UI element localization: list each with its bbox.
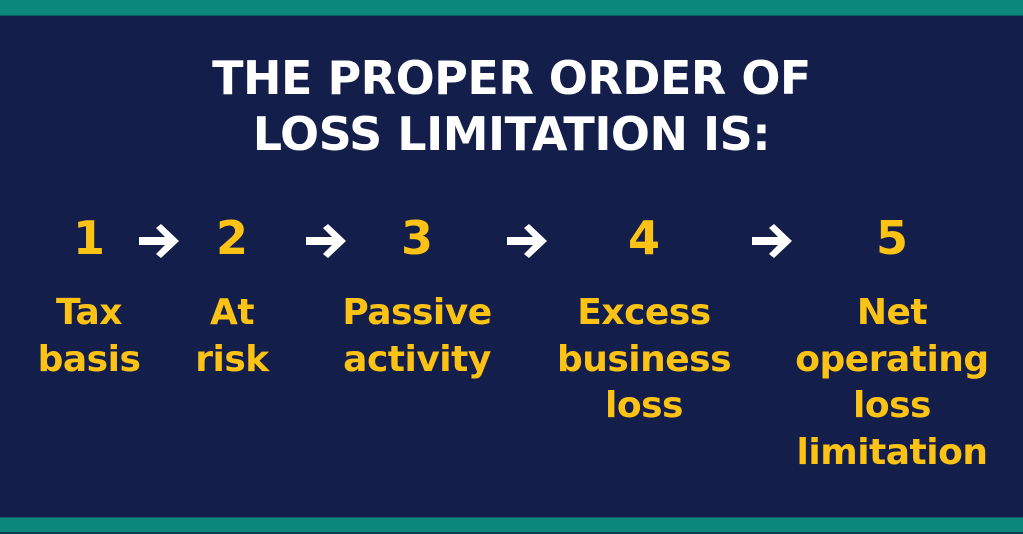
arrow-right-icon xyxy=(306,224,346,258)
label-line: business xyxy=(556,338,732,380)
step-2-label: At risk xyxy=(112,290,352,383)
label-line: Passive xyxy=(342,292,492,333)
arrow-right-icon xyxy=(507,224,547,258)
step-1-label: Tax basis xyxy=(0,290,209,383)
diagram-title: THE PROPER ORDER OF LOSS LIMITATION IS: xyxy=(0,50,1023,162)
step-2-number: 2 xyxy=(215,211,248,265)
step-4-label: Excess business loss xyxy=(524,290,764,430)
top-teal-band xyxy=(0,0,1023,16)
step-5-label: Net operating loss limitation xyxy=(772,290,1012,476)
title-line-2: LOSS LIMITATION IS: xyxy=(252,107,771,161)
step-1-number: 1 xyxy=(72,211,105,265)
label-line: At xyxy=(209,292,255,333)
step-4-number: 4 xyxy=(627,211,660,265)
step-3-number: 3 xyxy=(400,211,433,265)
label-line: limitation xyxy=(796,431,988,473)
step-5-number: 5 xyxy=(875,211,908,265)
label-line: Tax xyxy=(56,292,122,333)
label-line: operating xyxy=(795,338,989,380)
step-3-label: Passive activity xyxy=(297,290,537,383)
label-line: loss xyxy=(853,385,931,426)
bottom-teal-band xyxy=(0,517,1023,533)
bottom-edge-line xyxy=(0,532,1023,534)
arrow-right-icon xyxy=(752,224,792,258)
label-line: activity xyxy=(343,338,491,380)
title-line-1: THE PROPER ORDER OF xyxy=(212,51,811,105)
label-line: Net xyxy=(856,292,928,333)
arrow-right-icon xyxy=(139,224,179,258)
label-line: loss xyxy=(605,385,683,426)
label-line: risk xyxy=(195,338,269,380)
label-line: Excess xyxy=(577,292,711,333)
label-line: basis xyxy=(37,338,141,380)
